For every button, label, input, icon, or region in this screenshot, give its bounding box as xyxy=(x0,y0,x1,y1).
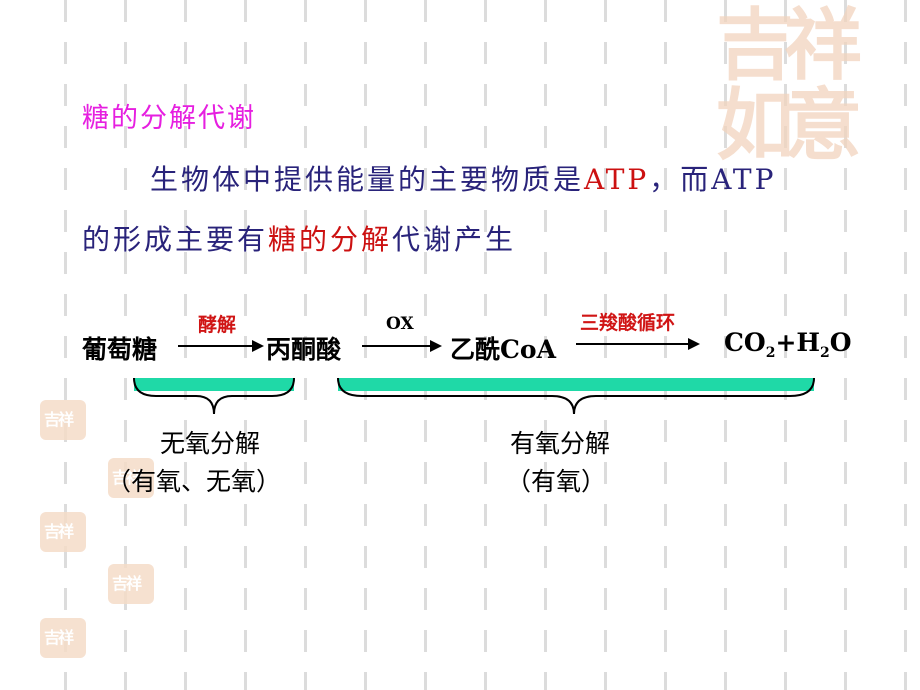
watermark-stamp: 吉祥 xyxy=(40,400,86,440)
paragraph-text: 代谢产生 xyxy=(392,223,517,256)
anaerobic-title: 无氧分解 xyxy=(160,429,261,458)
product-text: O xyxy=(829,328,852,357)
glycolysis-arrow xyxy=(178,340,264,352)
paragraph-line-2: 的形成主要有糖的分解代谢产生 xyxy=(82,218,516,258)
product-label: CO2+H2O xyxy=(724,328,852,361)
watermark-logo: 吉祥如意 xyxy=(716,0,862,171)
watermark-stamp: 吉祥 xyxy=(40,512,86,552)
glucose-label: 葡萄糖 xyxy=(82,335,158,364)
oxidation-label: OX xyxy=(386,314,414,334)
paragraph-text: 生物体中提供能量的主要物质是 xyxy=(150,163,585,196)
atp-highlight: ATP xyxy=(584,163,650,196)
sugar-breakdown-highlight: 糖的分解 xyxy=(268,223,393,256)
watermark-stamp: 吉祥 xyxy=(108,458,154,498)
aerobic-title: 有氧分解 xyxy=(510,429,611,458)
acetyl-coa-label: 乙酰CoA xyxy=(450,330,556,366)
paragraph-text: 的形成主要有 xyxy=(82,223,269,256)
tca-cycle-label: 三羧酸循环 xyxy=(580,312,676,334)
aerobic-bar xyxy=(338,378,814,391)
glycolysis-label: 酵解 xyxy=(198,314,237,336)
product-text: CO xyxy=(724,328,766,357)
pyruvate-label: 丙酮酸 xyxy=(266,335,342,364)
oxidation-arrow xyxy=(362,340,442,352)
product-text: +H xyxy=(775,328,821,357)
aerobic-note: （有氧） xyxy=(506,467,607,496)
paragraph-line-1: 生物体中提供能量的主要物质是ATP，而ATP xyxy=(150,158,776,198)
product-subscript: 2 xyxy=(765,345,776,361)
acetyl-text: 乙酰 xyxy=(450,335,501,364)
product-subscript: 2 xyxy=(820,345,830,361)
watermark-stamp: 吉祥 xyxy=(40,618,86,658)
page-heading: 糖的分解代谢 xyxy=(82,103,256,134)
tca-cycle-arrow xyxy=(576,338,700,350)
anaerobic-bar xyxy=(134,378,294,391)
coa-text: CoA xyxy=(500,335,556,364)
anaerobic-note: （有氧、无氧） xyxy=(106,467,282,496)
paragraph-text: ，而ATP xyxy=(649,163,777,196)
watermark-stamp: 吉祥 xyxy=(108,564,154,604)
